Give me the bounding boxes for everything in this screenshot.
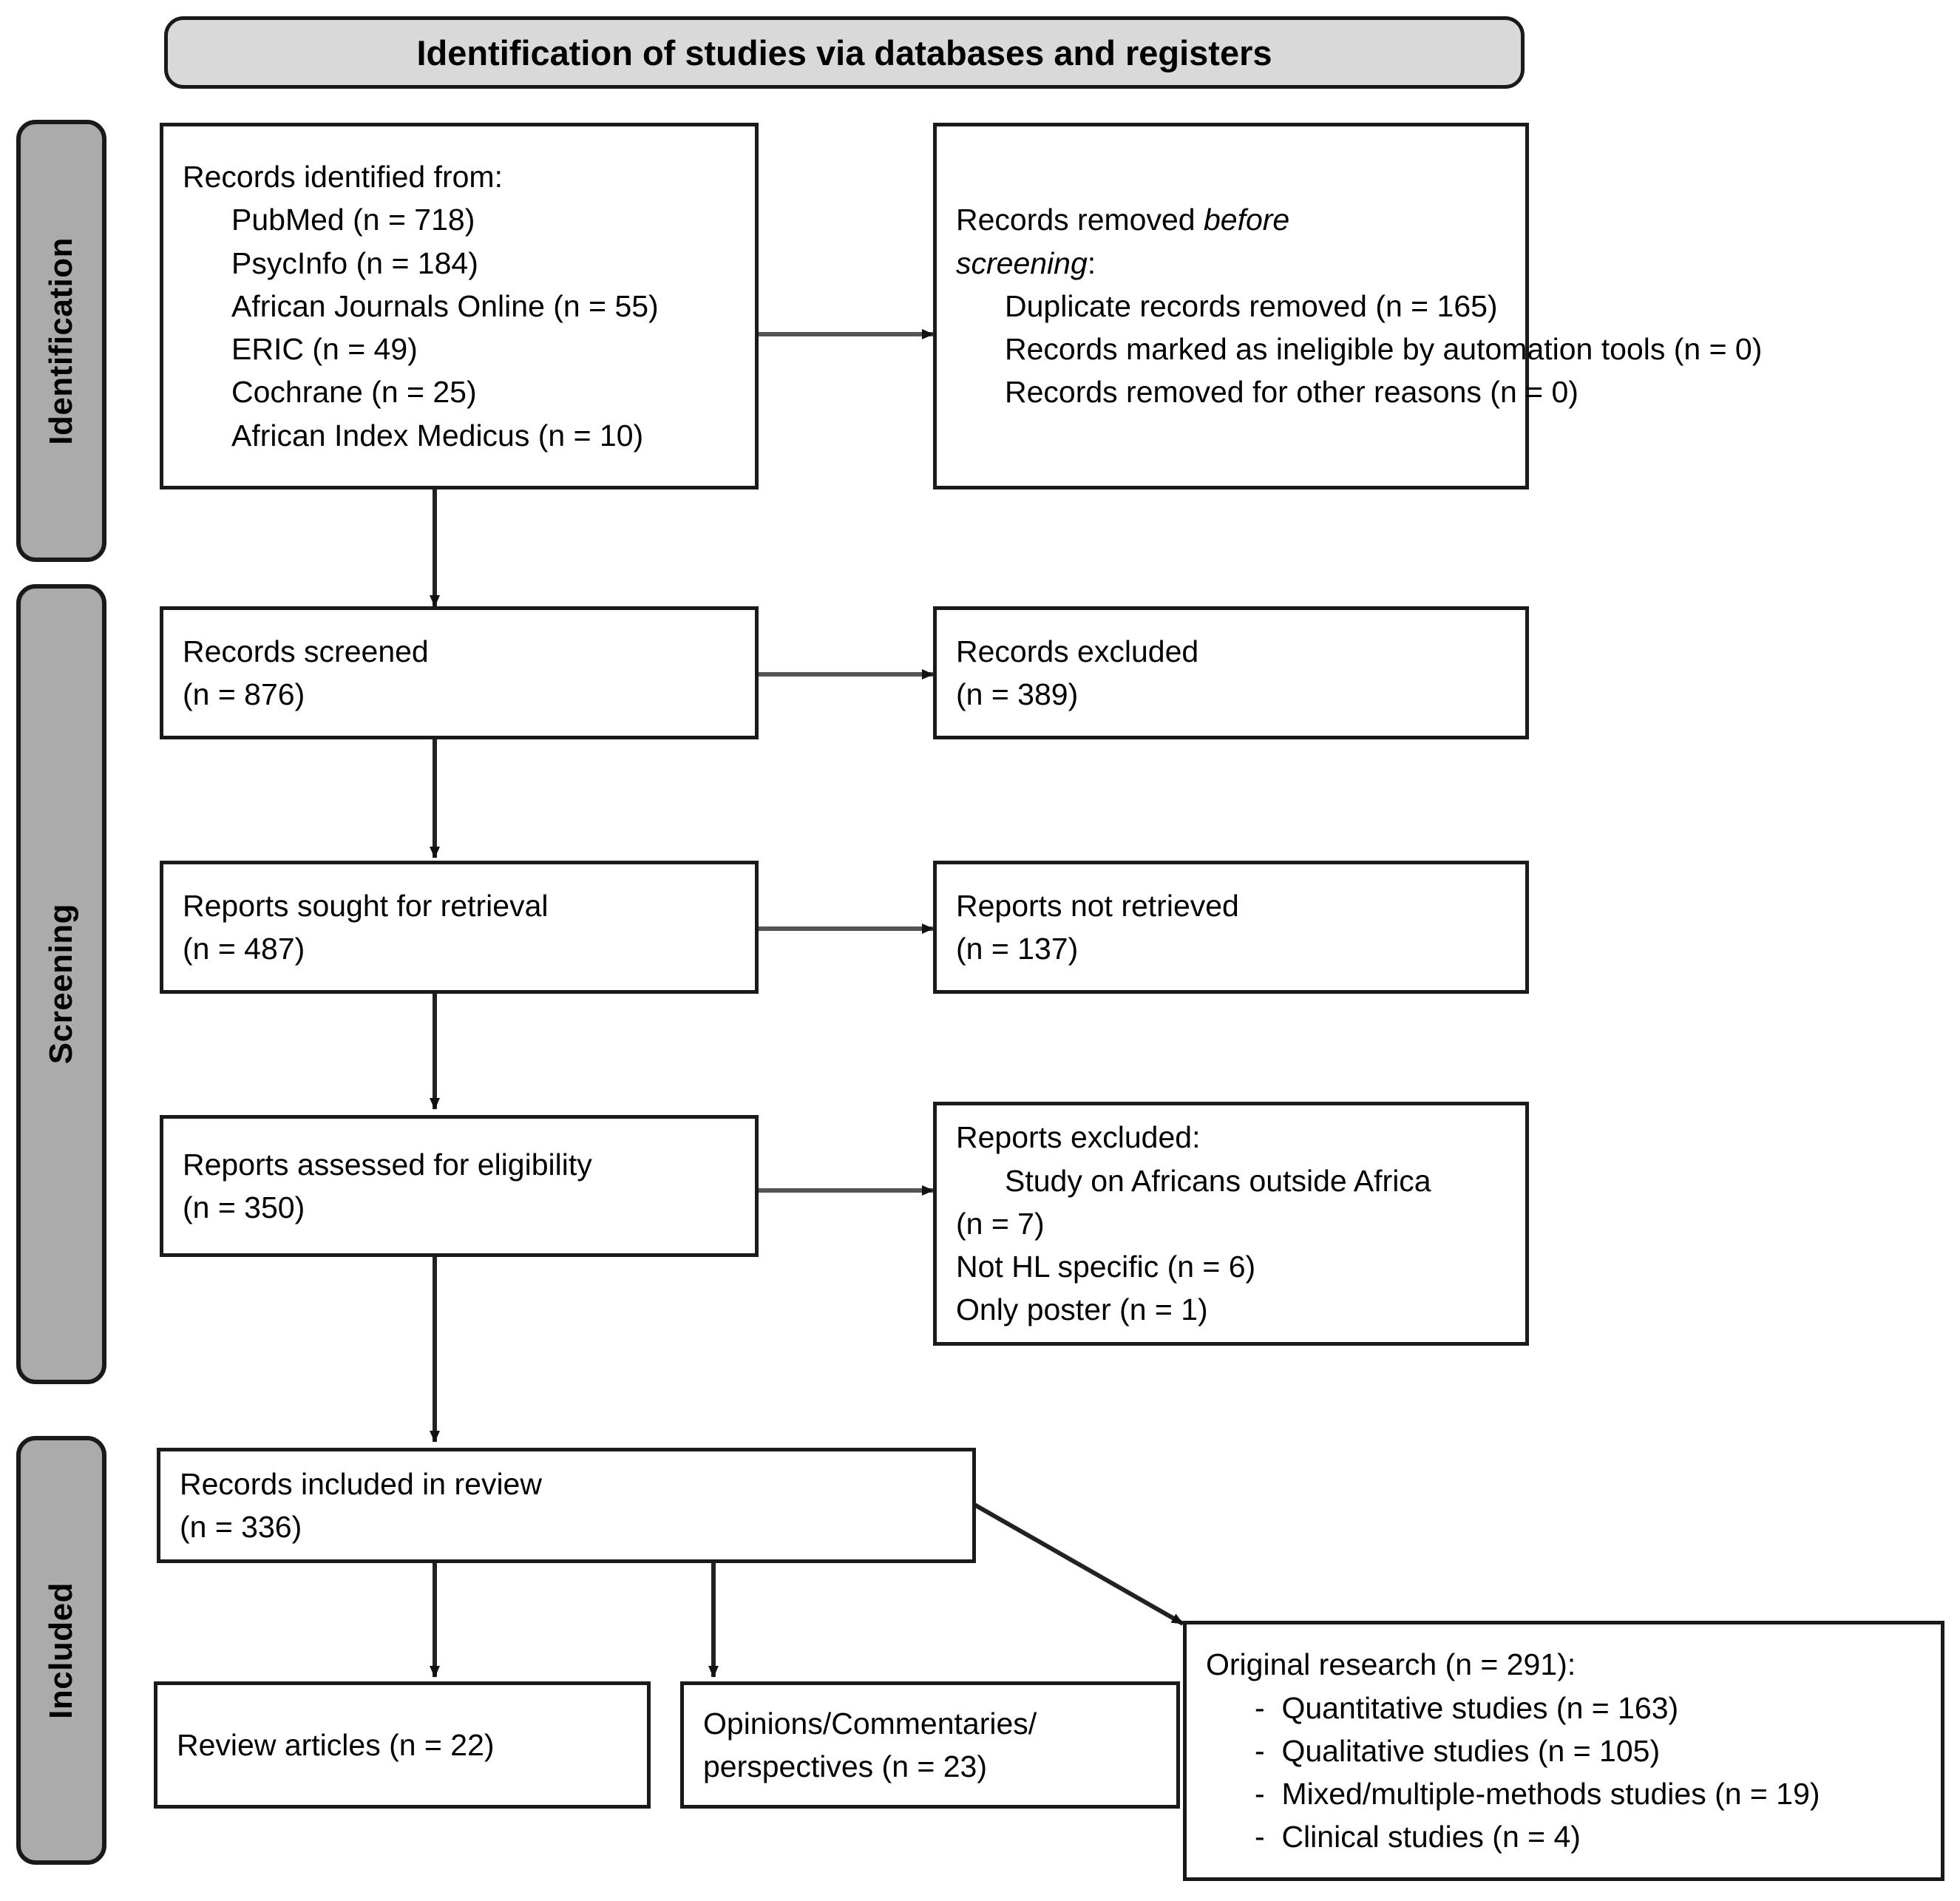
box-records-screened: Records screened (n = 876)	[160, 606, 759, 739]
records-removed-heading-colon: :	[1087, 245, 1096, 280]
opinions-line-1: Opinions/Commentaries/	[703, 1706, 1037, 1741]
reports-not-retrieved-label: Reports not retrieved	[956, 888, 1239, 923]
reports-assessed-count: (n = 350)	[183, 1190, 305, 1224]
reports-excluded-item-africans-outside-africa: Study on Africans outside Africa	[1005, 1163, 1431, 1198]
reports-excluded-item-africans-outside-africa-count: (n = 7)	[956, 1206, 1045, 1241]
records-screened-count: (n = 876)	[183, 677, 305, 711]
source-eric: ERIC (n = 49)	[231, 332, 418, 367]
records-identified-heading: Records identified from:	[183, 160, 503, 194]
original-research-item-mixed-methods: - Mixed/multiple-methods studies (n = 19…	[1206, 1772, 1922, 1815]
original-research-item-quantitative-text: Quantitative studies (n = 163)	[1281, 1690, 1679, 1725]
source-african-journals-online: African Journals Online (n = 55)	[231, 288, 659, 323]
removed-item-duplicates: Duplicate records removed (n = 165)	[1005, 288, 1498, 323]
bullet-dash-quantitative: -	[1255, 1690, 1265, 1725]
box-review-articles: Review articles (n = 22)	[154, 1681, 651, 1809]
box-reports-assessed-for-eligibility: Reports assessed for eligibility (n = 35…	[160, 1115, 759, 1257]
box-original-research: Original research (n = 291): - Quantitat…	[1183, 1621, 1944, 1881]
source-pubmed: PubMed (n = 718)	[231, 203, 475, 237]
bullet-dash-mixed: -	[1255, 1777, 1265, 1812]
reports-assessed-label: Reports assessed for eligibility	[183, 1147, 592, 1182]
box-opinions-commentaries-perspectives: Opinions/Commentaries/ perspectives (n =…	[680, 1681, 1180, 1809]
review-articles-label: Review articles (n = 22)	[177, 1727, 495, 1762]
box-reports-excluded: Reports excluded: Study on Africans outs…	[933, 1102, 1529, 1346]
removed-item-ineligible-automation: Records marked as ineligible by automati…	[1005, 332, 1763, 367]
reports-excluded-item-only-poster: Only poster (n = 1)	[956, 1292, 1208, 1327]
reports-not-retrieved-count: (n = 137)	[956, 932, 1079, 966]
records-excluded-count: (n = 389)	[956, 677, 1079, 711]
source-african-index-medicus: African Index Medicus (n = 10)	[231, 418, 644, 453]
opinions-line-2: perspectives (n = 23)	[703, 1749, 987, 1783]
source-psycinfo: PsycInfo (n = 184)	[231, 245, 478, 280]
original-research-item-qualitative-text: Qualitative studies (n = 105)	[1281, 1733, 1661, 1768]
original-research-item-quantitative: - Quantitative studies (n = 163)	[1206, 1687, 1922, 1729]
stage-sidebar-identification: Identification	[16, 120, 106, 562]
records-removed-heading-italic-a: before	[1203, 203, 1290, 237]
box-reports-not-retrieved: Reports not retrieved (n = 137)	[933, 861, 1529, 994]
original-research-heading: Original research (n = 291):	[1206, 1647, 1576, 1682]
box-records-excluded: Records excluded (n = 389)	[933, 606, 1529, 739]
stage-label-included: Included	[43, 1582, 79, 1719]
reports-excluded-item-not-hl-specific: Not HL specific (n = 6)	[956, 1250, 1256, 1284]
records-removed-heading-italic-b: screening	[956, 245, 1088, 280]
banner-title: Identification of studies via databases …	[416, 33, 1272, 72]
original-research-item-mixed-methods-text: Mixed/multiple-methods studies (n = 19)	[1281, 1777, 1820, 1812]
bullet-dash-clinical: -	[1255, 1820, 1265, 1854]
original-research-item-clinical-text: Clinical studies (n = 4)	[1281, 1820, 1581, 1854]
stage-label-screening: Screening	[43, 904, 79, 1065]
original-research-item-clinical: - Clinical studies (n = 4)	[1206, 1815, 1922, 1858]
reports-excluded-heading: Reports excluded:	[956, 1120, 1201, 1155]
stage-sidebar-screening: Screening	[16, 584, 106, 1384]
box-records-identified: Records identified from: PubMed (n = 718…	[160, 123, 759, 489]
box-records-removed-before-screening: Records removed before screening: Duplica…	[933, 123, 1763, 489]
banner-identification-header: Identification of studies via databases …	[164, 16, 1525, 89]
records-included-label: Records included in review	[180, 1466, 542, 1501]
source-cochrane: Cochrane (n = 25)	[231, 375, 477, 410]
records-included-count: (n = 336)	[180, 1510, 302, 1544]
records-excluded-label: Records excluded	[956, 634, 1199, 668]
records-removed-heading: Records removed before screening:	[956, 198, 1506, 284]
stage-label-identification: Identification	[43, 237, 79, 445]
box-reports-sought-for-retrieval: Reports sought for retrieval (n = 487)	[160, 861, 759, 994]
box-records-included-in-review: Records included in review (n = 336)	[157, 1448, 976, 1563]
stage-sidebar-included: Included	[16, 1436, 106, 1865]
original-research-item-qualitative: - Qualitative studies (n = 105)	[1206, 1729, 1922, 1772]
records-screened-label: Records screened	[183, 634, 429, 668]
bullet-dash-qualitative: -	[1255, 1733, 1265, 1768]
reports-sought-label: Reports sought for retrieval	[183, 888, 549, 923]
removed-item-other-reasons: Records removed for other reasons (n = 0…	[1005, 375, 1578, 410]
reports-sought-count: (n = 487)	[183, 932, 305, 966]
connector-included-to-original-research	[973, 1502, 1184, 1626]
records-removed-heading-plain: Records removed	[956, 203, 1204, 237]
